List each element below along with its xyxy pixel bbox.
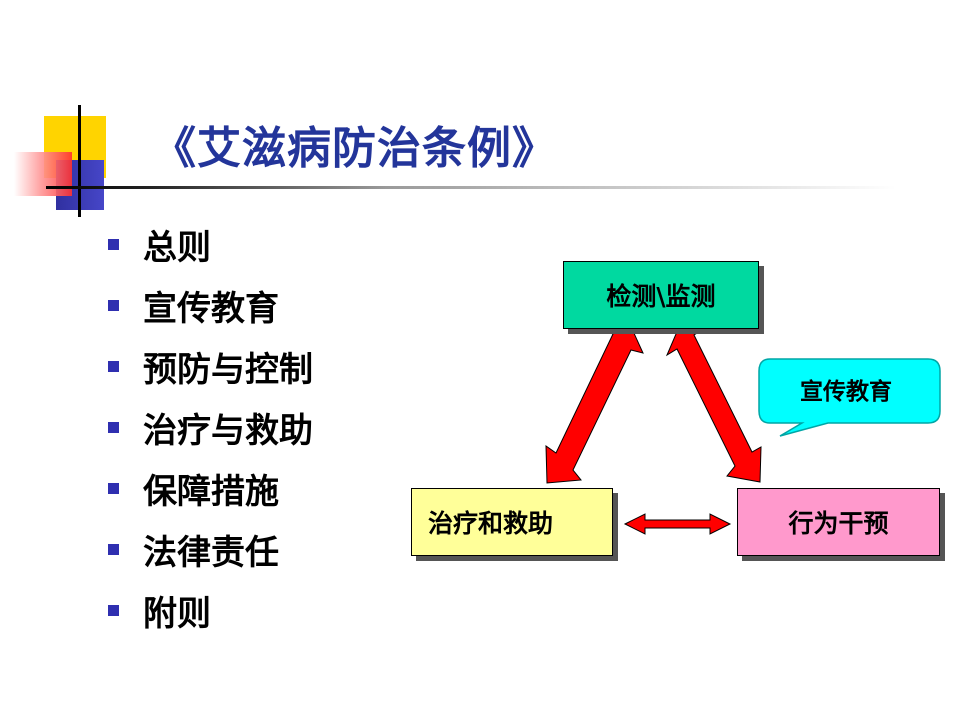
bullet-item: 法律责任: [108, 519, 313, 580]
bullet-square-icon: [108, 422, 119, 433]
arrow-detect-treat: [545, 319, 644, 484]
bullet-item: 治疗与救助: [108, 397, 313, 458]
bullet-text: 保障措施: [143, 472, 279, 512]
arrow-treat-behavior: [623, 513, 732, 535]
bullet-text: 总则: [143, 228, 211, 268]
bullet-text: 宣传教育: [143, 289, 279, 329]
callout-text: 宣传教育: [800, 379, 892, 405]
bullet-item: 宣传教育: [108, 275, 313, 336]
bullet-item: 保障措施: [108, 458, 313, 519]
node-treatment-assistance: 治疗和救助: [411, 488, 613, 556]
bullet-text: 预防与控制: [143, 350, 313, 390]
bullet-text: 法律责任: [143, 533, 279, 573]
bullet-square-icon: [108, 483, 119, 494]
bullet-item: 预防与控制: [108, 336, 313, 397]
title-underline: [46, 186, 896, 189]
bullet-list: 总则 宣传教育 预防与控制 治疗与救助 保障措施 法律责任 附则: [108, 214, 313, 641]
bullet-square-icon: [108, 361, 119, 372]
slide-title: 《艾滋病防治条例》: [152, 123, 557, 174]
decor-vertical-line: [78, 105, 81, 217]
callout-bubble: [758, 358, 941, 437]
bullet-square-icon: [108, 300, 119, 311]
bullet-text: 治疗与救助: [143, 411, 313, 451]
bullet-square-icon: [108, 239, 119, 250]
node-detection-monitoring: 检测\监测: [563, 261, 759, 329]
bullet-item: 附则: [108, 580, 313, 641]
bullet-item: 总则: [108, 214, 313, 275]
node-behavior-intervention: 行为干预: [737, 488, 940, 556]
bullet-square-icon: [108, 605, 119, 616]
bullet-text: 附则: [143, 594, 211, 634]
bullet-square-icon: [108, 544, 119, 555]
arrow-detect-behavior: [665, 319, 762, 483]
